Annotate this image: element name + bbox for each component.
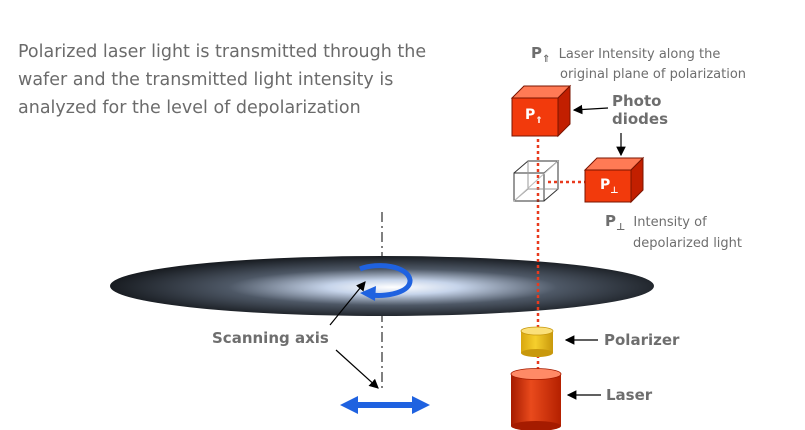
perpendicular-note-line1: Intensity of: [633, 215, 707, 230]
photo-diodes-label: Photo diodes: [612, 92, 668, 128]
parallel-legend: P⇑ Laser Intensity along the: [531, 42, 720, 71]
wafer: [110, 256, 654, 316]
rotation-arrow: [359, 263, 413, 298]
parallel-note-line1: Laser Intensity along the: [558, 47, 721, 62]
laser-label: Laser: [606, 386, 653, 404]
description-line-1: Polarized laser light is transmitted thr…: [18, 42, 427, 62]
parallel-detector-cube: [510, 84, 572, 138]
parallel-symbol: P⇑: [531, 44, 551, 65]
perpendicular-legend: P⊥ Intensity of: [605, 210, 707, 239]
photo-diodes-line2: diodes: [612, 110, 669, 128]
polarizer-cylinder: [520, 326, 554, 357]
laser-cylinder: [510, 368, 562, 430]
description-line-3: analyzed for the level of depolarization: [18, 98, 361, 118]
description-line-2: wafer and the transmitted light intensit…: [18, 70, 394, 90]
parallel-detector-label: P⇑: [525, 107, 543, 126]
description-text: Polarized laser light is transmitted thr…: [18, 38, 438, 122]
scanning-axis-label: Scanning axis: [212, 329, 329, 347]
rotation-arrow-head: [360, 286, 376, 301]
scan-arrow-left-head: [340, 396, 358, 414]
photo-diodes-pointer-top: [572, 104, 609, 115]
parallel-note-line2: original plane of polarization: [560, 67, 747, 82]
perpendicular-detector-label: P⊥: [600, 177, 619, 196]
perpendicular-note-line2: depolarized light: [633, 236, 743, 251]
perpendicular-detector-cube: [583, 156, 645, 204]
perpendicular-symbol: P⊥: [605, 212, 626, 233]
beam-splitter-cube: [513, 160, 560, 202]
scan-arrow-right-head: [412, 396, 430, 414]
scanning-axis-pointer-rotation: [329, 281, 366, 326]
polarizer-label: Polarizer: [604, 331, 680, 349]
photo-diodes-line1: Photo: [612, 92, 662, 110]
scanning-axis-pointer-linear: [335, 349, 379, 389]
